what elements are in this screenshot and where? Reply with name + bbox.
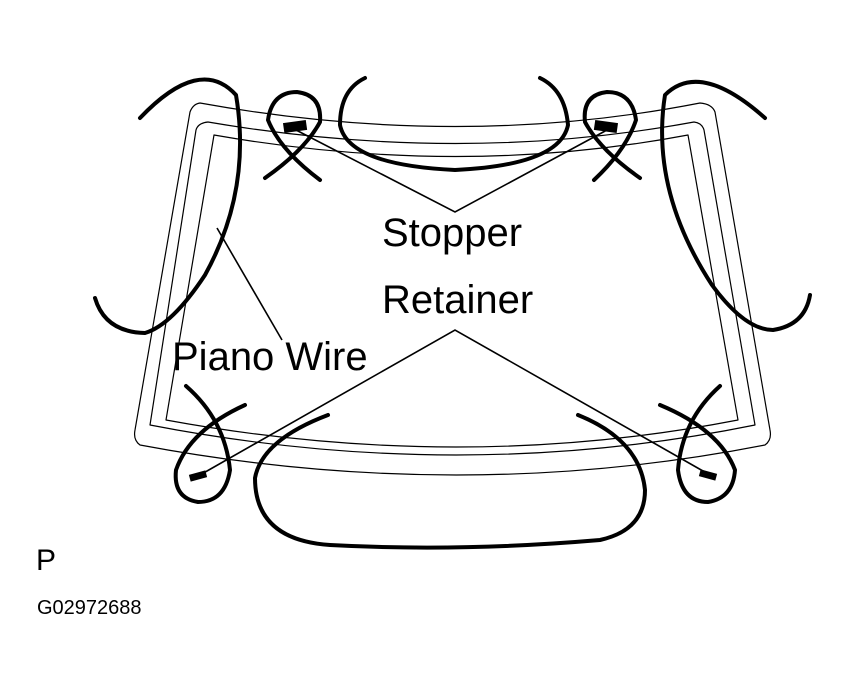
stopper-label: Stopper bbox=[382, 211, 522, 255]
piano-wire-right-side bbox=[660, 79, 812, 332]
retainer-label: Retainer bbox=[382, 278, 533, 322]
windshield-inner-edge bbox=[149, 121, 756, 456]
piano-wire-leader bbox=[216, 227, 283, 341]
stopper-left bbox=[282, 119, 308, 134]
piano-wire-top-center bbox=[338, 76, 570, 172]
piano-wire-bottom-left-loop bbox=[173, 384, 247, 504]
piano-wire bbox=[93, 76, 812, 550]
windshield-black-band bbox=[165, 134, 739, 448]
stoppers bbox=[282, 119, 619, 134]
piano-wire-top-right-loop bbox=[582, 90, 642, 182]
view-marker: P bbox=[36, 544, 56, 577]
figure-code: G02972688 bbox=[37, 597, 142, 619]
retainer-leader bbox=[199, 329, 711, 476]
retainer-right bbox=[698, 469, 718, 481]
stopper-leader bbox=[295, 129, 608, 213]
piano-wire-left-side bbox=[93, 77, 242, 335]
windshield-outer-edge bbox=[133, 102, 772, 476]
piano-wire-label: Piano Wire bbox=[172, 335, 368, 379]
leader-lines bbox=[199, 129, 711, 476]
piano-wire-top-left-loop bbox=[263, 90, 323, 182]
piano-wire-bottom-center bbox=[253, 413, 647, 550]
piano-wire-bottom-right-loop bbox=[658, 384, 737, 504]
windshield-glass bbox=[133, 102, 772, 476]
retainers bbox=[188, 469, 718, 482]
